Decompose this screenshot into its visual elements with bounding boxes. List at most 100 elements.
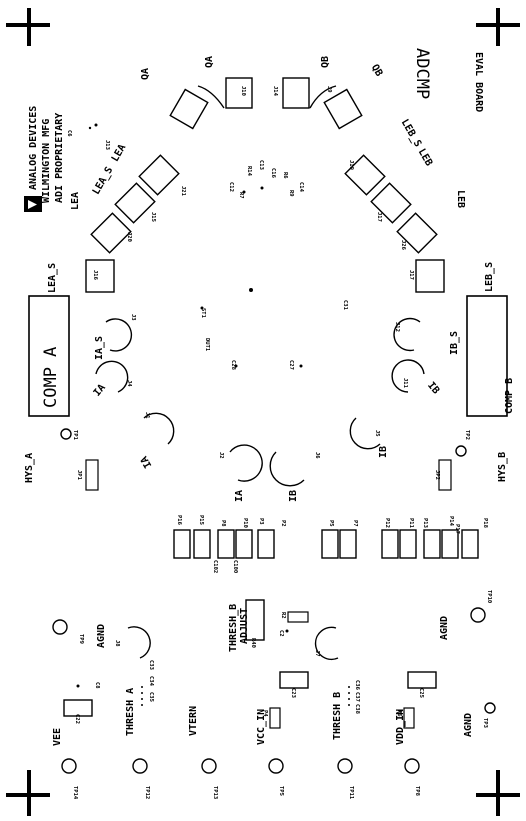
qa-bar-label: QA [140, 68, 151, 80]
test-point-tp14 [61, 758, 77, 774]
refdes-p13: P13 [422, 518, 428, 528]
refdes-tp13: TP13 [212, 786, 218, 799]
test-point-tp12 [132, 758, 148, 774]
connector-j4 [95, 360, 129, 393]
vdd-in-label: VDD_IN [395, 709, 406, 745]
refdes-c25: C25 [418, 688, 424, 698]
refdes-c2: C2 [278, 630, 284, 637]
company-site: WILMINGTON MFG [41, 119, 52, 203]
refdes-p12: P12 [384, 518, 390, 528]
pin-header-left [173, 529, 275, 559]
connector-j10 [169, 77, 253, 130]
dut-marker [249, 288, 253, 292]
refdes-r7: R7 [238, 192, 244, 199]
refdes-j3: J3 [130, 314, 136, 321]
board-part-number: ADCMP [412, 48, 432, 99]
registration-mark-bottom-right [476, 770, 520, 816]
company-proprietary: ADI PROPRIETARY [54, 113, 65, 203]
comp-a-box [28, 295, 70, 417]
hys-b-label: HYS_B [497, 452, 508, 482]
refdes-p4: P4 [262, 710, 268, 717]
agnd-right-label: AGND [439, 616, 450, 640]
refdes-p7: P7 [352, 520, 358, 527]
refdes-j17: J17 [408, 270, 414, 280]
leb-label: LEB [455, 190, 466, 208]
refdes-tp5: TP5 [278, 786, 284, 796]
refdes-r9: R9 [288, 190, 294, 197]
refdes-c13: C13 [258, 160, 264, 170]
connector-j12 [393, 317, 421, 352]
refdes-p8: P8 [220, 520, 226, 527]
refdes-p2: P2 [280, 520, 286, 527]
refdes-c36: C36 [354, 680, 360, 691]
connector-j2 [229, 444, 263, 482]
refdes-jp2: JP2 [434, 470, 440, 480]
leb-s-side-label: LEB_S [484, 262, 495, 292]
company-name: ANALOG DEVICES [28, 106, 39, 190]
refdes-c100: C100 [232, 560, 238, 573]
refdes-j17b: J17 [376, 212, 382, 222]
ib-s-label: IB_S [449, 331, 460, 355]
qb-label: QB [320, 56, 331, 68]
connector-j5 [349, 417, 381, 450]
refdes-j11: J11 [402, 378, 408, 389]
vterm-label: VTERN [188, 706, 199, 736]
refdes-p3: P3 [258, 518, 264, 525]
ia-bar-label: IA [92, 382, 108, 398]
refdes-tp12: TP12 [144, 786, 150, 799]
refdes-c31: C31 [342, 300, 348, 311]
thresh-b-label: THRESH B [332, 692, 343, 740]
refdes-p18: P18 [482, 518, 488, 528]
refdes-j26: J26 [400, 240, 406, 251]
test-point-tp5 [268, 758, 284, 774]
pin-header-right [321, 529, 479, 559]
vee-label: VEE [52, 728, 63, 746]
lea-mid-label: LEA [110, 143, 129, 164]
board-name: EVAL BOARD [473, 52, 484, 112]
refdes-j16: J16 [92, 270, 98, 281]
refdes-p11: P11 [408, 518, 414, 529]
connector-j19 [344, 154, 438, 254]
test-point-tp2 [455, 445, 467, 457]
refdes-tp9: TP9 [78, 634, 84, 644]
refdes-j10: J10 [240, 86, 246, 96]
refdes-c16: C16 [270, 168, 276, 179]
refdes-j15: J15 [150, 212, 156, 222]
refdes-j6: J6 [314, 452, 320, 459]
pin-p6 [403, 707, 415, 729]
refdes-c38: C38 [354, 704, 360, 714]
refdes-p17: P17 [454, 524, 460, 534]
capacitor-c25 [407, 671, 437, 689]
refdes-j13: J13 [104, 140, 110, 150]
qa-label: QA [204, 56, 215, 68]
refdes-r6: R6 [282, 172, 288, 179]
refdes-tp10: TP10 [486, 590, 492, 603]
refdes-jp1: JP1 [76, 470, 82, 481]
refdes-j14: J14 [272, 86, 278, 97]
refdes-tp11: TP11 [348, 786, 354, 800]
refdes-st1: ST1 [200, 308, 206, 319]
comp-b-label: COMP B [504, 378, 515, 414]
refdes-j2: J2 [218, 452, 224, 459]
refdes-c34: C34 [148, 676, 154, 687]
c28-marker [234, 364, 238, 368]
connector-j16 [85, 259, 115, 293]
agnd-left-label: AGND [96, 624, 107, 648]
resistor-r2 [287, 611, 309, 623]
refdes-j7: J7 [314, 650, 320, 657]
test-point-tp11 [337, 758, 353, 774]
registration-mark-bottom-left [6, 770, 50, 816]
agnd-tp3-label: AGND [463, 713, 474, 737]
refdes-p15: P15 [198, 515, 204, 525]
refdes-p6: P6 [396, 710, 402, 717]
refdes-c8: C8 [94, 682, 100, 689]
connector-j6 [269, 451, 305, 487]
thresh-a-label: THRESH A [125, 688, 136, 736]
test-point-tp3 [484, 702, 496, 714]
jumper-jp1 [85, 459, 99, 491]
thresh-b-pot [245, 599, 265, 641]
refdes-j4: J4 [126, 380, 132, 387]
thresh-b-adjust-label-2: ADJUST [239, 608, 250, 644]
refdes-tp14: TP14 [72, 786, 78, 800]
